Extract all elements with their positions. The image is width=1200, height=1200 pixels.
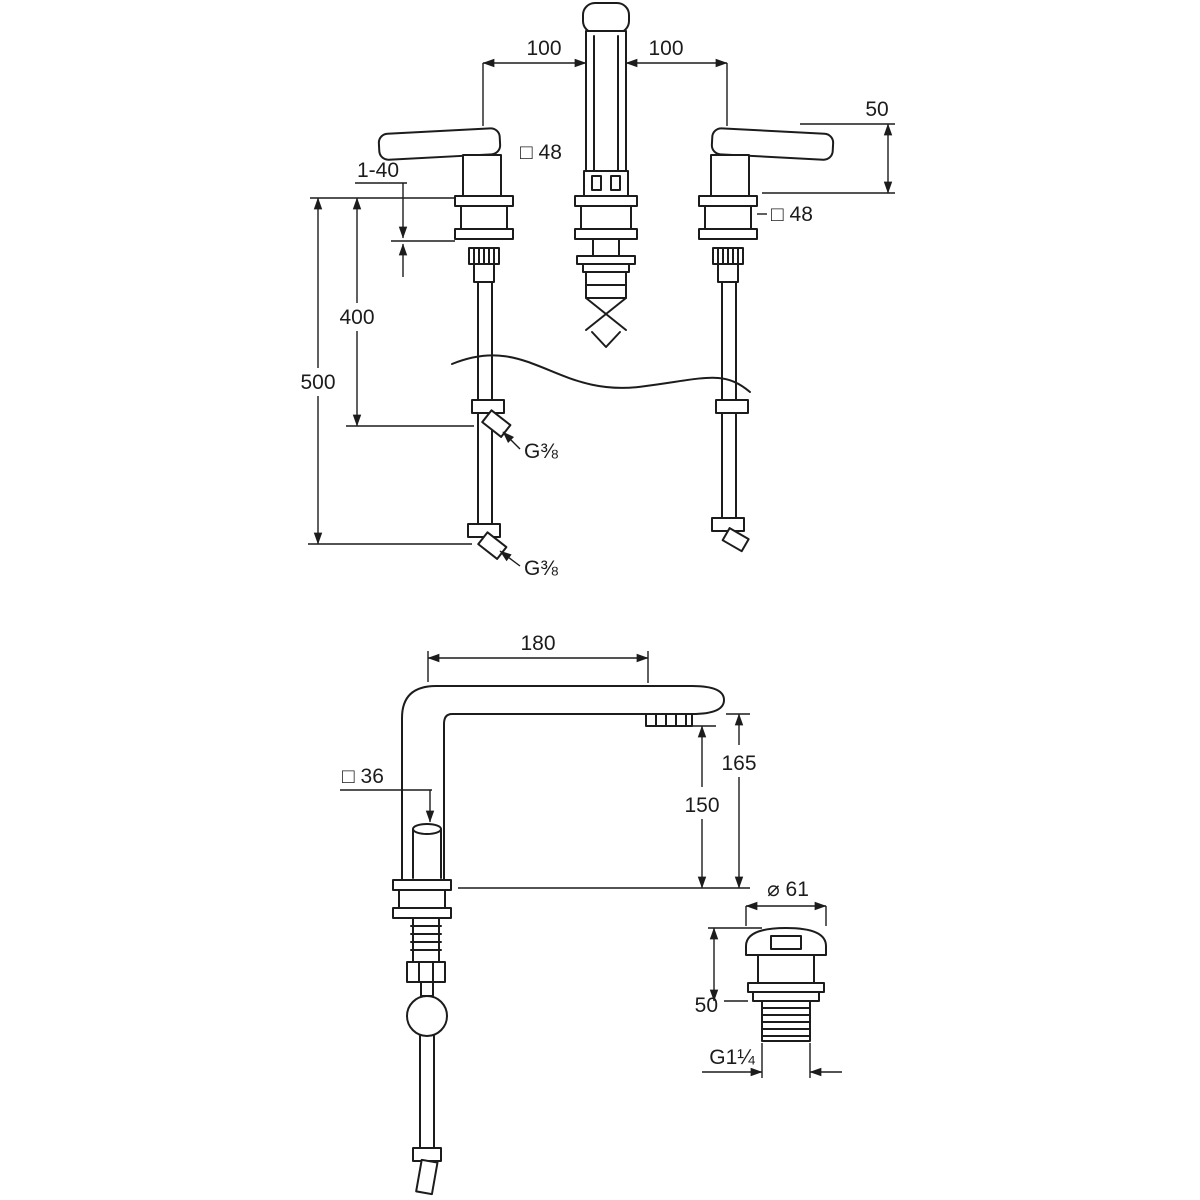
dim-waste-height: 50 [695, 927, 762, 1017]
side-view: 180 165 150 □ 36 [340, 632, 757, 1196]
dim-50-handle-label: 50 [865, 98, 888, 121]
clamp-range-label: 1-40 [357, 159, 399, 182]
escutcheon-left [454, 195, 514, 240]
thread-callout-upper: G⅜ [502, 431, 558, 463]
handle-left [377, 127, 502, 197]
dim-handle-height: 50 [762, 98, 895, 194]
front-view: 100 100 50 □ 48 □ 48 1-40 [300, 2, 895, 580]
escutcheon-right [698, 195, 758, 240]
dim-clamping-range: 1-40 [355, 159, 455, 277]
dim-100-left-label: 100 [526, 37, 561, 60]
supply-hose-right [711, 247, 750, 553]
break-line [451, 354, 751, 393]
dim-waste-diameter: ⌀ 61 [745, 878, 827, 926]
dim-body-section: □ 36 [340, 765, 435, 823]
square-48-handle-callout: □ 48 [757, 203, 813, 226]
dim-165-label: 165 [721, 752, 756, 775]
dim-hose-500: 500 [300, 197, 472, 545]
dim-180-label: 180 [520, 632, 555, 655]
dim-hose-400: 400 [310, 197, 474, 427]
shank-side [406, 917, 446, 983]
handle-right [710, 127, 835, 197]
pop-up-linkage [406, 981, 448, 1196]
dia-61-label: ⌀ 61 [767, 878, 809, 901]
pop-up-drain-front [576, 238, 636, 348]
square-36-label: □ 36 [342, 765, 384, 788]
dim-100-right-label: 100 [648, 37, 683, 60]
dim-outlet-height: 150 [684, 725, 720, 889]
dim-400-label: 400 [339, 306, 374, 329]
dim-500-label: 500 [300, 371, 335, 394]
dim-spout-reach: 180 [427, 632, 649, 683]
dim-50-waste-label: 50 [695, 994, 718, 1017]
spout-side [401, 685, 725, 881]
square-48-handle-label: □ 48 [771, 203, 813, 226]
thread-g38-upper-label: G⅜ [524, 440, 558, 463]
thread-callout-waste: G1¼ [702, 1043, 842, 1078]
thread-callout-lower: G⅜ [499, 550, 558, 580]
escutcheon-side [392, 879, 452, 919]
pop-up-waste [745, 927, 827, 1042]
thread-g38-lower-label: G⅜ [524, 557, 558, 580]
escutcheon-center [574, 195, 638, 240]
spout-front [582, 2, 630, 197]
supply-hose-left [467, 247, 512, 560]
dim-150-label: 150 [684, 794, 719, 817]
dim-spout-height: 165 [721, 713, 757, 889]
dim-handle-spacing: 100 100 [482, 37, 728, 126]
thread-g114-label: G1¼ [709, 1046, 755, 1069]
square-48-spout-label: □ 48 [520, 141, 562, 164]
waste-view: ⌀ 61 50 G1¼ [695, 878, 842, 1078]
